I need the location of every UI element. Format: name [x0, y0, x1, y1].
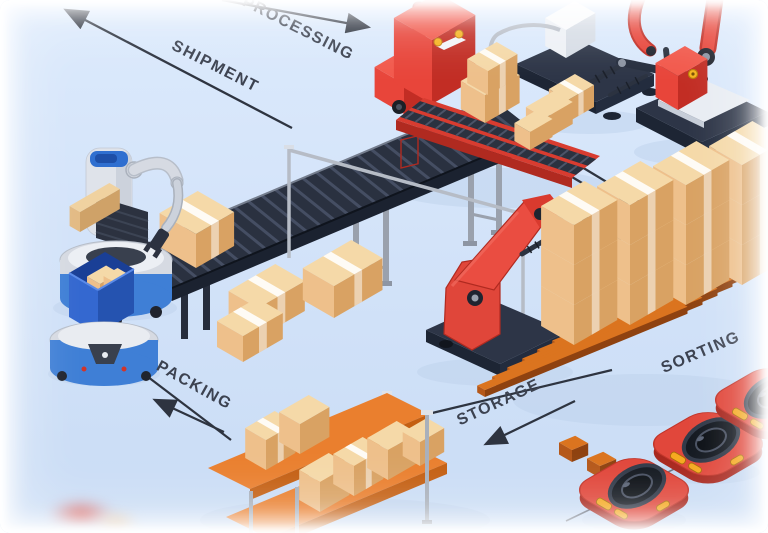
shuttle-agv-robots: [578, 368, 768, 530]
forklift-agv-station: [374, 0, 600, 188]
flow-arrow-shipment: [63, 8, 293, 130]
flow-arrow-processing: [221, 0, 372, 34]
sorting-pallet-stacks: [477, 121, 768, 510]
flow-arrow-storage: [483, 400, 576, 446]
blurred-box-shape: [94, 512, 138, 533]
storage-shelf-rack: [208, 298, 447, 533]
drilling-robot-arm-station: [587, 0, 768, 156]
tote-agv-robot: [49, 252, 159, 386]
flow-line-sorting-storage: [427, 368, 613, 416]
flow-arrow-packing: [152, 398, 225, 433]
